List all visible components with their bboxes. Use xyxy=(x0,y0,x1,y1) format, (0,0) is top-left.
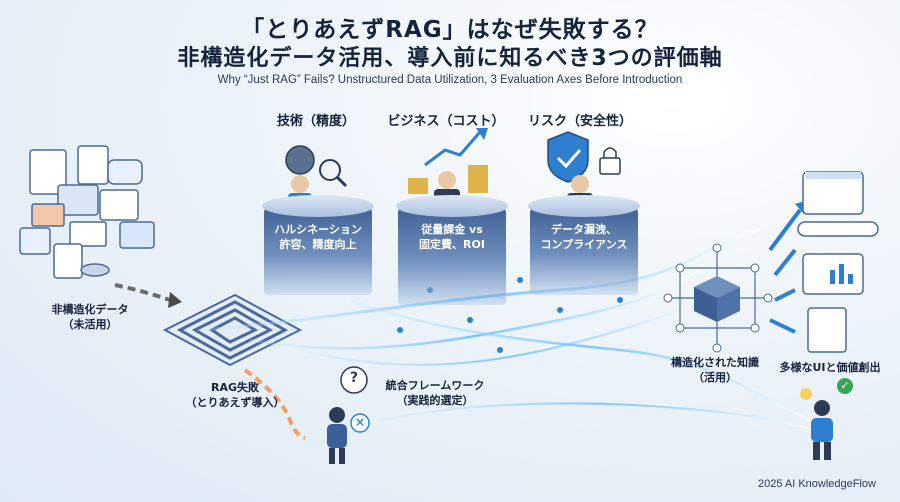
success-person-icon xyxy=(800,388,833,460)
image-icon xyxy=(119,221,155,249)
question-bubble-icon xyxy=(340,366,368,394)
pillar-risk xyxy=(528,195,640,295)
mail-icon xyxy=(31,203,65,227)
search-bar-icon xyxy=(797,221,879,237)
chat-bubble-icon xyxy=(107,159,143,185)
window-bar xyxy=(805,172,861,179)
audio-icon xyxy=(19,227,51,255)
mail-icon xyxy=(69,221,107,247)
dashed-arrow xyxy=(114,283,171,302)
label-unstructured-data: 非構造化データ （未活用） xyxy=(51,303,129,331)
document-icon xyxy=(29,149,67,195)
document-icon xyxy=(77,145,109,185)
lightbulb-icon xyxy=(800,388,812,400)
fail-badge-icon xyxy=(350,413,370,433)
subtitle: Why “Just RAG” Fails? Unstructured Data … xyxy=(217,74,683,86)
success-mark: ✓ xyxy=(840,379,850,392)
fail-mark: × xyxy=(354,415,366,429)
confused-person-icon xyxy=(327,407,347,464)
coins-chart-icon xyxy=(408,128,488,205)
footer-credit: 2025 AI KnowledgeFlow xyxy=(757,478,876,490)
database-icon xyxy=(80,263,110,277)
question-mark: ? xyxy=(349,370,359,386)
label-integrated-framework: 統合フレームワーク （実践的選定） xyxy=(385,379,485,407)
pillar-heading-risk: リスク（安全性） xyxy=(527,114,632,129)
failure-arrow xyxy=(243,368,306,440)
document-icon xyxy=(53,243,83,279)
pillar-risk-text: データ漏洩、 コンプライアンス xyxy=(540,223,628,251)
label-structured-knowledge: 構造化された知識 （活用） xyxy=(671,356,759,384)
image-icon xyxy=(57,184,99,216)
title-line-2: 非構造化データ活用、導入前に知るべき3つの評価軸 xyxy=(177,46,723,71)
arrow-head-icon xyxy=(168,292,182,308)
pillar-heading-business: ビジネス（コスト） xyxy=(387,114,505,129)
label-rag-failure: RAG失敗 （とりあえず導入） xyxy=(185,381,285,409)
pillar-business xyxy=(396,195,508,305)
unstructured-data-icons xyxy=(19,145,155,279)
label-value-creation: 多様なUIと価値創出 xyxy=(779,361,881,374)
output-arrows xyxy=(768,200,808,334)
maze-icon xyxy=(162,293,303,367)
success-badge-icon xyxy=(837,378,853,394)
knowledge-graph-icon xyxy=(663,243,773,353)
report-icon xyxy=(807,307,847,353)
title-line-1: 「とりあえずRAG」はなぜ失敗する？ xyxy=(241,17,659,43)
document-icon xyxy=(99,189,139,221)
pillar-technology xyxy=(262,195,374,295)
pillar-technology-text: ハルシネーション 許容、精度向上 xyxy=(274,223,362,251)
pillar-heading-technology: 技術（精度） xyxy=(276,114,355,129)
pillar-business-text: 従量課金 vs 固定費、ROI xyxy=(419,223,485,251)
